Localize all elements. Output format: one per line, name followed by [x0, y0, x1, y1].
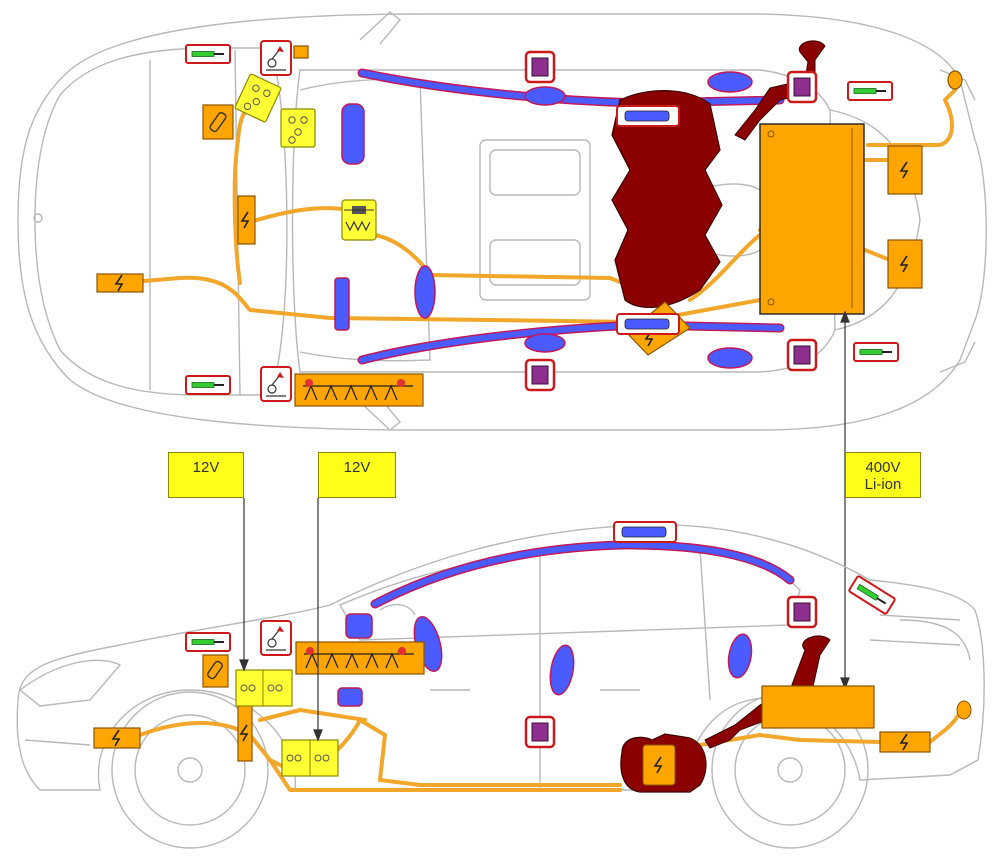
top-airbag-cylinders — [616, 105, 680, 335]
label-12v-front-battery: 12V — [168, 452, 244, 498]
top-fuel-filler — [734, 40, 826, 141]
label-hv-battery: 400V Li-ion — [845, 452, 921, 498]
side-rear-hv-module — [879, 731, 931, 753]
side-hv-disconnect-icon — [207, 660, 223, 680]
label-12v-rear-text: 12V — [343, 459, 371, 476]
label-12v-rear-battery: 12V — [318, 452, 396, 498]
label-12v-front-text: 12V — [192, 459, 220, 476]
side-gas-generator-strip — [295, 641, 425, 675]
top-12v-batteries — [233, 72, 316, 148]
side-fuel-hv-module — [642, 744, 676, 786]
hv-battery-link — [840, 310, 850, 690]
side-12v-batteries — [235, 669, 339, 777]
top-airbags — [334, 71, 753, 369]
top-body-outline — [17, 13, 987, 431]
side-front-gas-strut — [185, 632, 231, 652]
side-hv-battery — [761, 685, 875, 729]
top-hv-disconnect-icon — [209, 111, 227, 133]
side-curtain-airbag — [370, 540, 795, 609]
label-hv-chemistry: Li-ion — [864, 476, 902, 493]
side-rear-hv-connector — [956, 700, 972, 720]
side-airbags — [337, 613, 753, 707]
side-front-wheel — [111, 691, 269, 849]
top-hv-battery — [759, 123, 865, 315]
side-body-outline — [16, 523, 985, 791]
side-airbag-cylinder — [613, 521, 677, 543]
side-hood-lifter — [260, 620, 292, 656]
label-pointers — [239, 498, 323, 742]
top-sensor-unit — [341, 199, 377, 241]
side-hv-components — [93, 654, 253, 762]
top-gas-generator-strip — [294, 373, 424, 407]
top-fuel-tank — [611, 90, 723, 309]
label-hv-voltage: 400V — [865, 459, 901, 476]
top-curtain-airbags — [357, 68, 785, 365]
